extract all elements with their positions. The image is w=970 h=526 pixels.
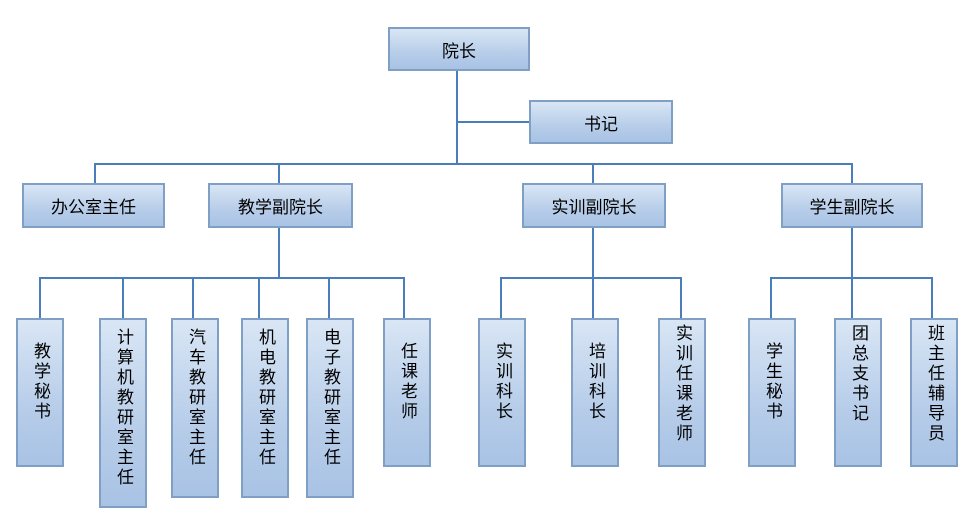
node-training-chief: 实训科长 <box>478 318 526 467</box>
connector <box>500 277 682 279</box>
node-class-counselor: 班主任辅导员 <box>910 318 958 467</box>
node-label: 电子教研室主任 <box>320 328 340 468</box>
node-label: 教学副院长 <box>238 198 323 218</box>
node-label: 实训副院长 <box>551 198 637 218</box>
connector <box>851 163 853 184</box>
node-label: 教学秘书 <box>30 342 50 422</box>
node-league-secretary: 团总支书记 <box>834 318 882 467</box>
connector <box>592 227 594 277</box>
connector <box>456 121 530 123</box>
connector <box>192 277 194 319</box>
node-vp-students: 学生副院长 <box>781 183 923 228</box>
node-drill-chief: 培训科长 <box>571 318 619 467</box>
node-label: 计算机教研室主任 <box>113 328 133 488</box>
connector <box>592 277 594 319</box>
connector <box>278 227 280 277</box>
node-secretary: 书记 <box>529 100 673 144</box>
connector <box>851 277 853 319</box>
node-teachers: 任课老师 <box>383 318 431 467</box>
node-training-teachers: 实训任课老师 <box>658 318 706 467</box>
connector <box>278 163 280 184</box>
connector <box>851 227 853 277</box>
node-label: 任课老师 <box>397 342 417 422</box>
connector <box>592 163 594 184</box>
node-label: 汽车教研室主任 <box>185 328 205 468</box>
node-label: 实训科长 <box>492 342 512 422</box>
connector <box>122 277 124 319</box>
node-teaching-secretary: 教学秘书 <box>16 318 64 467</box>
node-label: 培训科长 <box>585 342 605 422</box>
node-auto-head: 汽车教研室主任 <box>171 318 219 498</box>
connector <box>94 163 96 184</box>
connector <box>500 277 502 319</box>
connector <box>328 277 330 319</box>
connector <box>39 277 405 279</box>
node-vp-teaching: 教学副院长 <box>208 183 353 228</box>
connector <box>770 277 772 319</box>
node-label: 班主任辅导员 <box>924 324 944 444</box>
node-computer-head: 计算机教研室主任 <box>99 318 147 508</box>
node-label: 办公室主任 <box>51 198 136 218</box>
connector <box>94 163 853 165</box>
node-mech-head: 机电教研室主任 <box>241 318 289 498</box>
node-label: 书记 <box>584 114 618 135</box>
node-label: 实训任课老师 <box>672 324 692 444</box>
node-label: 学生副院长 <box>809 198 895 218</box>
node-office-director: 办公室主任 <box>22 183 165 228</box>
connector <box>680 277 682 319</box>
node-president: 院长 <box>388 27 530 71</box>
node-vp-training: 实训副院长 <box>522 183 666 228</box>
node-elec-head: 电子教研室主任 <box>306 318 354 498</box>
connector <box>403 277 405 319</box>
node-student-secretary: 学生秘书 <box>748 318 796 467</box>
connector <box>39 277 41 319</box>
connector <box>456 70 458 164</box>
node-label: 机电教研室主任 <box>255 328 275 468</box>
node-label: 学生秘书 <box>762 342 782 422</box>
connector <box>258 277 260 319</box>
node-label: 院长 <box>442 41 476 62</box>
node-label: 团总支书记 <box>848 324 868 424</box>
connector <box>931 277 933 319</box>
